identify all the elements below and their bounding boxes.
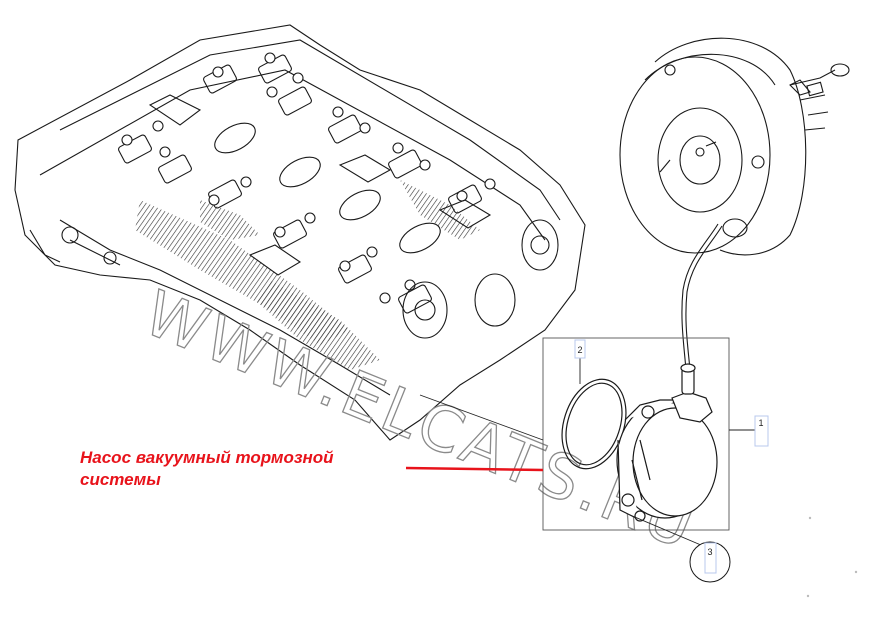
callout-number-2: 2 — [577, 345, 582, 355]
callout-number-3: 3 — [707, 547, 712, 557]
callout-part-2[interactable]: 2 — [574, 339, 586, 359]
caption-line-1: Насос вакуумный тормозной — [80, 448, 334, 467]
part-caption: Насос вакуумный тормозной системы — [80, 447, 334, 491]
vacuum-pump-drawing — [616, 363, 718, 522]
callout-part-3[interactable]: 3 — [689, 541, 731, 583]
brake-booster-drawing — [619, 37, 850, 371]
leader-lines — [419, 358, 755, 549]
caption-line-2: системы — [80, 470, 161, 489]
caption-leader-line — [405, 466, 544, 472]
detail-frame — [542, 337, 730, 531]
cylinder-head-drawing — [14, 24, 586, 441]
stray-marks — [806, 516, 858, 598]
callout-number-1: 1 — [758, 418, 763, 428]
callout-part-1[interactable]: 1 — [754, 415, 769, 447]
